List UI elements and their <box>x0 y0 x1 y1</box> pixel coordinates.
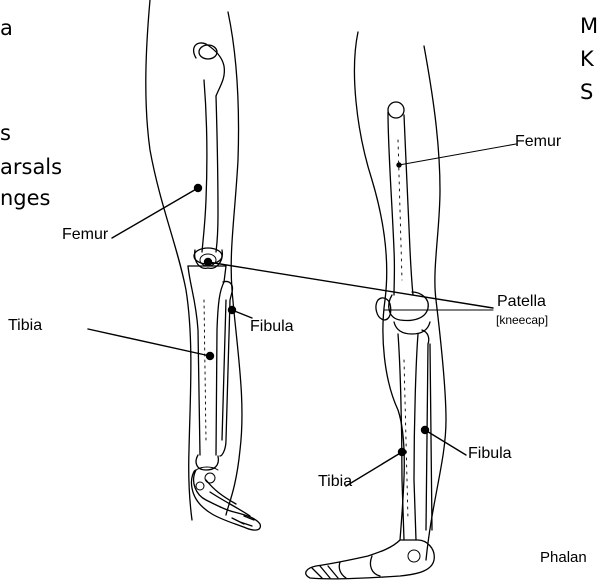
label-femur-right: Femur <box>515 133 561 151</box>
right-foot-bones <box>306 540 435 579</box>
right-leg-side-view <box>306 32 446 579</box>
label-fibula-right: Fibula <box>468 445 512 463</box>
left-foot-bones <box>191 467 260 530</box>
right-femur-bone <box>388 102 428 321</box>
left-femur-bone <box>194 43 225 268</box>
leader-lines <box>88 144 516 486</box>
leader-tibia-right <box>346 452 402 486</box>
label-phalanges-partial: Phalan <box>540 549 587 566</box>
leader-femur-left <box>112 188 198 238</box>
right-leg-outline-front <box>424 46 446 560</box>
label-tibia-left: Tibia <box>8 317 42 335</box>
leader-patella-left <box>208 262 493 308</box>
label-tibia-right: Tibia <box>318 473 352 491</box>
right-leg-outline-back <box>354 32 404 540</box>
left-leg-outline-inner <box>226 12 242 515</box>
left-tibia-bone <box>188 266 226 470</box>
label-fibula-left: Fibula <box>250 318 294 336</box>
label-patella: Patella <box>497 293 546 311</box>
label-patella-note: [kneecap] <box>496 313 548 327</box>
left-leg-front-view <box>146 0 261 530</box>
leader-femur-right <box>399 144 516 165</box>
label-femur-left: Femur <box>62 226 108 244</box>
left-leg-outline-outer <box>146 0 192 520</box>
leader-tibia-left <box>88 329 210 356</box>
